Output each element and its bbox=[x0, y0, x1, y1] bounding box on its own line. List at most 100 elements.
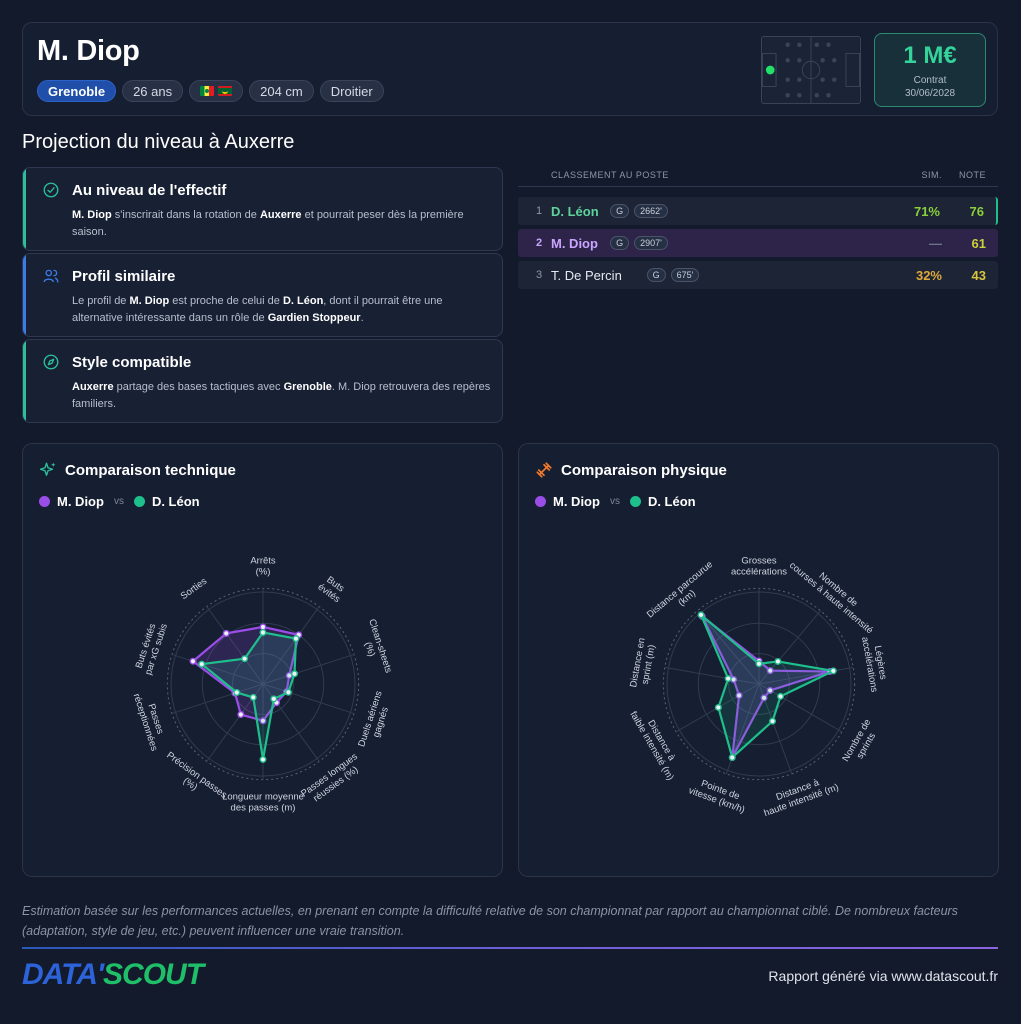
radar-axis-label: Pointe devitesse (km/h) bbox=[687, 775, 750, 816]
ranking-player-name: D. Léon bbox=[551, 204, 599, 219]
radar-series-player bbox=[701, 615, 831, 759]
radar-axis-label-line: Arrêts bbox=[250, 556, 276, 567]
legend-player: M. Diop bbox=[553, 494, 600, 509]
sparkles-icon bbox=[39, 462, 56, 476]
insight-text: . M. Diop retrouvera des repères familie… bbox=[72, 381, 491, 410]
radar-point bbox=[241, 655, 249, 663]
club-chip[interactable]: Grenoble bbox=[37, 80, 117, 102]
technical-comparison-card: Comparaison technique M. Diop vs D. Léon… bbox=[22, 443, 503, 877]
radar-point bbox=[198, 660, 206, 668]
insight-description: M. Diop s'inscrirait dans la rotation de… bbox=[72, 207, 492, 241]
radar-axis-line bbox=[262, 653, 355, 685]
ranking-sim-header: SIM. bbox=[921, 170, 942, 180]
radar-axis-line bbox=[697, 610, 760, 685]
radar-axis-label-line: Grosses bbox=[741, 556, 777, 567]
radar-axis-label: Butsévités bbox=[316, 573, 349, 606]
compare-dot bbox=[133, 496, 145, 507]
radar-point bbox=[774, 657, 782, 665]
radar-point bbox=[249, 693, 257, 701]
insight-accent-bar bbox=[23, 168, 26, 250]
insight-highlight: Auxerre bbox=[259, 209, 302, 221]
contract-value: 1 M€ bbox=[903, 42, 957, 69]
legend-compare: D. Léon bbox=[647, 494, 696, 509]
insight-text: . bbox=[360, 312, 364, 324]
radar-axis-label-line: (%) bbox=[256, 567, 271, 578]
datascout-logo[interactable]: DATA'SCOUT bbox=[22, 958, 204, 992]
contract-date: 30/06/2028 bbox=[904, 88, 956, 99]
radar-point bbox=[697, 611, 705, 619]
radar-point bbox=[290, 670, 298, 678]
age-chip: 26 ans bbox=[122, 80, 184, 102]
radar-point bbox=[292, 635, 300, 643]
insight-text: est proche de celui de bbox=[169, 295, 283, 307]
player-dot bbox=[39, 496, 50, 507]
insight-text: et pourrait peser dès la première saison… bbox=[72, 209, 464, 238]
player-chips: Grenoble 26 ans 204 cm Droitier bbox=[37, 80, 384, 102]
player-dot bbox=[535, 496, 546, 507]
nationality-chip bbox=[189, 80, 244, 102]
minutes-badge: 675' bbox=[670, 268, 700, 282]
radar-axis-label-line: des passes (m) bbox=[231, 803, 296, 814]
position-badge: G bbox=[610, 236, 630, 250]
insight-highlight: Grenoble bbox=[283, 381, 332, 393]
radar-axis-label: Distance ensprint (m) bbox=[628, 637, 658, 690]
technical-title: Comparaison technique bbox=[65, 462, 236, 479]
player-header: M. Diop Grenoble 26 ans 204 cm Droitier … bbox=[22, 22, 998, 116]
footer-text[interactable]: Rapport généré via www.datascout.fr bbox=[768, 968, 998, 984]
radar-axis-label-line: Distance parcourue bbox=[645, 559, 715, 620]
radar-axis-label: Nombre decourses à haute intensité bbox=[787, 552, 882, 637]
radar-axis-line bbox=[171, 683, 264, 715]
note-value: 43 bbox=[971, 268, 986, 283]
radar-point bbox=[760, 694, 768, 702]
footer-divider bbox=[22, 947, 998, 949]
insight-title: Au niveau de l'effectif bbox=[72, 182, 227, 199]
radar-point bbox=[766, 686, 774, 694]
radar-point bbox=[284, 688, 292, 696]
pitch-position-icon bbox=[761, 36, 861, 104]
radar-point bbox=[724, 675, 732, 683]
radar-axis-label-line: Longueur moyenne bbox=[222, 792, 304, 803]
radar-axis-label: Nombre desprints bbox=[840, 717, 883, 769]
similarity-value: 32% bbox=[915, 268, 942, 283]
minutes-badge: 2662' bbox=[634, 204, 668, 218]
insight-text: s'inscrirait dans la rotation de bbox=[111, 209, 260, 221]
radar-axis-label-line: accélérations bbox=[731, 567, 787, 578]
radar-axis-label-line: Précision passes bbox=[164, 750, 229, 801]
insight-highlight: Gardien Stoppeur bbox=[267, 312, 361, 324]
insight-accent-bar bbox=[23, 254, 26, 336]
radar-point bbox=[270, 695, 278, 703]
technical-legend: M. Diop vs D. Léon bbox=[39, 494, 200, 509]
compass-icon bbox=[43, 354, 59, 370]
radar-point bbox=[189, 657, 197, 665]
note-value: 61 bbox=[971, 236, 986, 251]
position-badge: G bbox=[610, 204, 630, 218]
radar-axis-label: Duels aériensgagnés bbox=[356, 689, 395, 751]
insight-text: , dont il pourrait être une alternative … bbox=[72, 295, 443, 324]
height-chip: 204 cm bbox=[249, 80, 314, 102]
disclaimer-text: Estimation basée sur les performances ac… bbox=[22, 904, 958, 938]
physical-legend: M. Diop vs D. Léon bbox=[535, 494, 696, 509]
radar-axis-label-line: courses à haute intensité bbox=[787, 560, 875, 636]
radar-axis-label: Clean-sheets(%) bbox=[356, 618, 394, 678]
radar-axis-label: Arrêts(%) bbox=[250, 556, 276, 578]
insight-highlight: M. Diop bbox=[72, 209, 112, 221]
ranking-player-name: T. De Percin bbox=[551, 268, 622, 283]
insight-text: Le profil de bbox=[72, 295, 130, 307]
radar-point bbox=[766, 667, 774, 675]
insight-highlight: D. Léon bbox=[282, 295, 324, 307]
insight-title: Style compatible bbox=[72, 354, 192, 371]
physical-title: Comparaison physique bbox=[561, 462, 727, 479]
similarity-value: — bbox=[929, 236, 942, 251]
legend-compare: D. Léon bbox=[151, 494, 200, 509]
radar-point bbox=[222, 629, 230, 637]
legend-vs: vs bbox=[113, 496, 124, 507]
contract-box: 1 M€ Contrat 30/06/2028 bbox=[874, 33, 986, 107]
